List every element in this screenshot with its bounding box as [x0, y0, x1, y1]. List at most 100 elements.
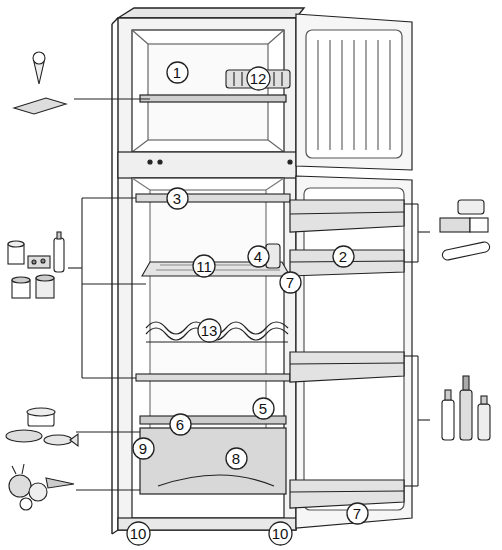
bottles-icon: [442, 376, 490, 440]
ice-cream-icon: [33, 52, 45, 64]
ice-tray: [226, 70, 290, 88]
leader-lines: [68, 99, 430, 490]
food-jars-icon: [57, 232, 61, 239]
bottles-icon: [478, 404, 490, 440]
pot-and-fish-icon: [44, 435, 72, 445]
crisper-drawer: [140, 428, 286, 494]
divider-panel: [148, 160, 152, 164]
callout-number: 9: [139, 441, 147, 456]
callout-circle: 13: [197, 318, 222, 343]
callout-number: 4: [254, 249, 262, 264]
vegetables-icon: [29, 483, 47, 501]
circle-outline: [269, 522, 292, 545]
callout-circle: 7: [346, 502, 369, 525]
callout-number: 5: [259, 401, 267, 416]
freezer-compartment: [148, 44, 268, 140]
freezer-compartment: [140, 95, 286, 102]
circle-outline: [347, 503, 368, 524]
leader-lines: [404, 485, 418, 486]
bottles-icon: [481, 396, 487, 404]
circle-outline: [127, 522, 150, 545]
circle-outline: [247, 67, 270, 90]
ice-tray: [233, 72, 234, 86]
callout-number: 3: [173, 191, 181, 206]
cabinet: [118, 8, 304, 18]
leader-lines: [404, 355, 418, 356]
door-shelves: [290, 363, 404, 364]
callout-circle: 5: [252, 397, 275, 420]
fridge-compartment: [132, 178, 150, 190]
callout-circle: 1: [166, 61, 189, 84]
divider-panel: [288, 160, 292, 164]
cabinet: [111, 24, 112, 534]
bottle-rack: [146, 341, 288, 342]
vegetables-icon: [9, 464, 74, 510]
freezer-compartment: [132, 30, 284, 152]
circle-outline: [226, 448, 247, 469]
circle-outline: [280, 272, 301, 293]
callout-circle: 7: [279, 271, 302, 294]
bottles-icon: [445, 390, 451, 400]
vegetables-icon: [20, 498, 32, 510]
freezer-compartment: [268, 30, 284, 44]
callout-number: 7: [286, 275, 294, 290]
ice-tray: [273, 72, 274, 86]
ice-cream-icon: [14, 98, 66, 114]
cabinet: [112, 530, 118, 534]
cabinet: [118, 18, 296, 530]
food-jars-icon: [8, 232, 64, 298]
callout-circle: 2: [332, 245, 355, 268]
leader-lines: [404, 203, 418, 204]
callout-number: 11: [196, 259, 212, 274]
divider-panel: [118, 152, 296, 178]
top-shelf: [136, 194, 290, 202]
leader-lines: [418, 231, 430, 232]
callout-circle: 9: [132, 437, 155, 460]
circle-outline: [167, 62, 188, 83]
bottles-icon: [442, 400, 454, 440]
divider-panel: [118, 152, 296, 178]
callout-number: 7: [353, 506, 361, 521]
circle-outline: [193, 255, 215, 277]
door-shelves: [290, 480, 404, 508]
ice-tray: [241, 72, 242, 86]
callout-circle: 6: [169, 413, 192, 436]
freezer-door: [296, 14, 412, 170]
freezer-door: [306, 30, 402, 158]
leader-lines: [418, 419, 430, 420]
food-jars-icon: [8, 241, 24, 247]
callout-circle: 8: [225, 447, 248, 470]
freezer-compartment: [132, 30, 148, 44]
leader-lines: [417, 204, 418, 262]
freezer-compartment: [132, 30, 286, 152]
leader-lines: [76, 431, 140, 432]
circle-outline: [198, 319, 221, 342]
callout-number: 1: [173, 65, 181, 80]
freezer-compartment: [132, 140, 148, 152]
food-jars-icon: [12, 277, 30, 283]
pot-and-fish-icon: [27, 408, 55, 416]
food-jars-icon: [36, 275, 54, 281]
callout-circle: 3: [166, 187, 189, 210]
leader-lines: [82, 197, 136, 198]
freezer-door: [318, 40, 390, 150]
door-shelves: [290, 200, 404, 232]
callout-circle: 11: [192, 254, 216, 278]
callout-circle: 10: [268, 521, 293, 546]
callout-number: 12: [250, 71, 267, 86]
ice-cream-icon: [34, 62, 44, 84]
door-shelves: [290, 200, 404, 508]
food-jars-icon: [54, 238, 64, 272]
cabinet: [112, 8, 304, 534]
crisper-drawer: [158, 475, 274, 486]
leader-lines: [404, 261, 418, 262]
divider-panel: [158, 160, 162, 164]
food-jars-icon: [32, 260, 36, 264]
fridge-door: [304, 188, 404, 510]
leader-lines: [82, 283, 146, 284]
freezer-door: [296, 14, 412, 170]
leader-lines: [68, 267, 82, 268]
ice-tray: [281, 72, 282, 86]
callout-number: 10: [272, 526, 289, 541]
ice-cream-icon: [14, 52, 66, 114]
